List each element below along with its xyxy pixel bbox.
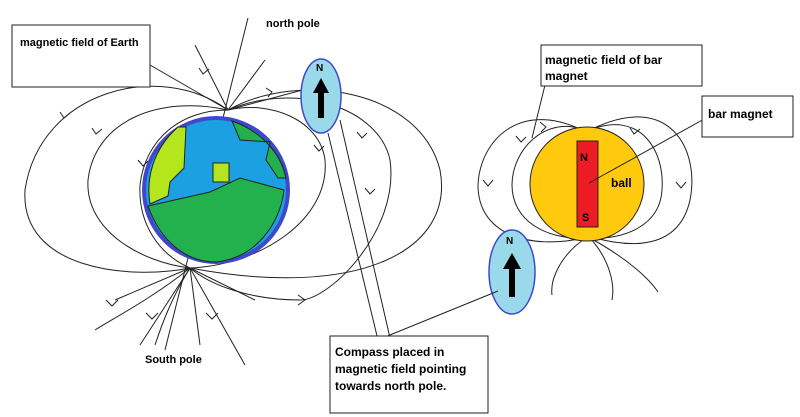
- south-pole-ray-4: [189, 267, 246, 366]
- leader-bar-field: [531, 84, 546, 139]
- earth-field-label-box: [11, 24, 151, 88]
- bar-magnet-field-lines: [477, 116, 693, 301]
- arrow-icon: [145, 312, 159, 320]
- south-pole-label: South pole: [145, 354, 202, 366]
- arrow-icon: [482, 179, 494, 187]
- south-pole-ray-1: [114, 267, 191, 301]
- leader-note-bottom-compass: [384, 290, 499, 338]
- earth-land-bottom: [147, 177, 285, 263]
- compass-bottom-needle-icon: [503, 253, 521, 297]
- earth-land-top-right: [231, 120, 287, 179]
- bar-field-label-box: [540, 44, 703, 87]
- leader-note-top-compass-2: [339, 119, 391, 339]
- compass-note-line1: Compass placed in: [335, 345, 444, 359]
- north-pole-ray-4: [149, 64, 229, 111]
- bar-field-line-bottom-left: [551, 237, 587, 296]
- bar-field-label-line2: magnet: [545, 69, 588, 83]
- leader-note-top-compass-1: [327, 132, 379, 341]
- earth-field-line-left-3: [139, 109, 229, 269]
- south-pole-ray-5: [189, 267, 256, 301]
- compass-note-line3: towards north pole.: [335, 379, 446, 393]
- compass-top-n-label: N: [316, 63, 323, 74]
- south-pole-ray-2: [139, 267, 191, 346]
- bar-field-line-right-inner: [589, 124, 663, 239]
- earth-globe: [142, 116, 290, 264]
- arrow-icon: [205, 312, 219, 320]
- arrow-icon: [105, 299, 119, 307]
- north-pole-label: north pole: [266, 18, 320, 30]
- arrow-icon: [675, 181, 687, 189]
- arrow-icon: [515, 135, 527, 143]
- magnet-n-label: N: [580, 152, 588, 164]
- bar-field-arrows: [482, 121, 687, 189]
- compass-note-box: [329, 335, 489, 414]
- earth-land-light: [148, 126, 187, 205]
- bar-field-line-right-outer: [589, 116, 693, 244]
- arrow-icon: [265, 87, 273, 98]
- compass-top-needle-icon: [313, 78, 329, 118]
- bar-field-line-bottom-right: [589, 237, 614, 301]
- arrow-icon: [59, 111, 71, 119]
- bar-magnet: [576, 140, 599, 228]
- bar-field-line-left-inner: [511, 125, 587, 239]
- leader-bar-magnet: [588, 117, 707, 184]
- earth-field-line-outer-left: [24, 85, 229, 273]
- south-pole-ray-3: [189, 267, 201, 346]
- arrow-icon: [539, 121, 547, 133]
- earth-land-island: [212, 162, 230, 183]
- earth-field-line-bottom-mid: [154, 267, 191, 346]
- magnet-s-label: S: [582, 212, 589, 224]
- arrow-icon: [313, 144, 325, 152]
- compass-bottom: N: [488, 229, 536, 315]
- bar-magnet-label: bar magnet: [708, 107, 773, 121]
- earth-field-label: magnetic field of Earth: [20, 37, 139, 49]
- arrow-icon: [297, 294, 306, 306]
- compass-top: N: [300, 58, 342, 134]
- earth-field-line-bottom-left: [94, 267, 191, 331]
- arrow-icon: [137, 159, 149, 167]
- arrow-icon: [629, 127, 641, 135]
- earth-field-arrows: [59, 67, 376, 320]
- north-pole-ray-1: [194, 44, 229, 111]
- bar-field-label-line1: magnetic field of bar: [545, 53, 663, 67]
- compass-note-line2: magnetic field pointing: [335, 362, 466, 376]
- compass-bottom-n-label: N: [506, 236, 513, 247]
- arrow-icon: [198, 67, 210, 75]
- arrow-icon: [356, 131, 368, 139]
- arrow-icon: [364, 187, 376, 195]
- bar-field-line-right-tail: [589, 237, 659, 293]
- north-pole-ray-3: [227, 87, 311, 111]
- arrow-icon: [91, 127, 103, 135]
- north-pole-ray-2: [227, 59, 266, 111]
- leader-lines: [327, 84, 707, 341]
- bar-field-line-left-outer: [477, 119, 585, 243]
- ball-label: ball: [611, 176, 632, 190]
- bar-magnet-label-box: [701, 95, 794, 138]
- earth-field-line-left-2: [87, 105, 229, 269]
